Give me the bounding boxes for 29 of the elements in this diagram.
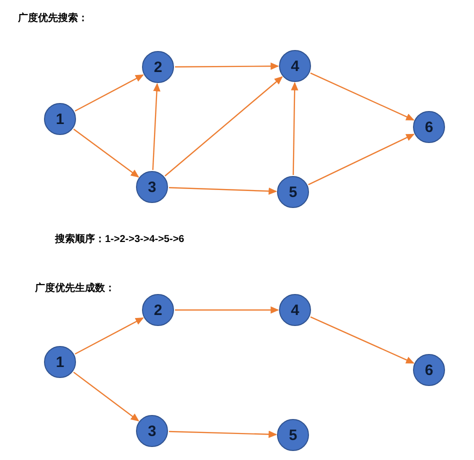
arrow [168,187,278,195]
arrow [152,82,160,170]
arrow [168,430,278,438]
node-number: 5 [288,184,298,200]
arrow [74,317,144,355]
arrow [308,134,415,186]
caption-text: 广度优先搜索： [18,11,88,26]
arrow [290,82,298,176]
caption-text: 搜索顺序：1->2->3->4->5->6 [55,232,184,247]
caption-text: 广度优先生成数： [35,281,115,296]
arrow [73,372,140,422]
node-number: 4 [290,58,300,74]
node-number: 4 [290,302,300,318]
node-number: 1 [56,354,64,370]
arrow [73,128,140,178]
arrow [310,72,414,120]
node-number: 1 [56,112,64,126]
node-number: 5 [288,428,298,442]
arrow [164,76,283,176]
node-number: 2 [154,60,162,74]
node-number: 3 [148,180,156,194]
arrow [74,74,144,112]
node-number: 6 [424,362,434,378]
arrow [175,62,280,70]
node-number: 6 [424,120,434,134]
node-number: 2 [154,302,162,318]
arrow [175,306,280,314]
arrow [310,316,414,364]
node-number: 3 [148,424,156,438]
